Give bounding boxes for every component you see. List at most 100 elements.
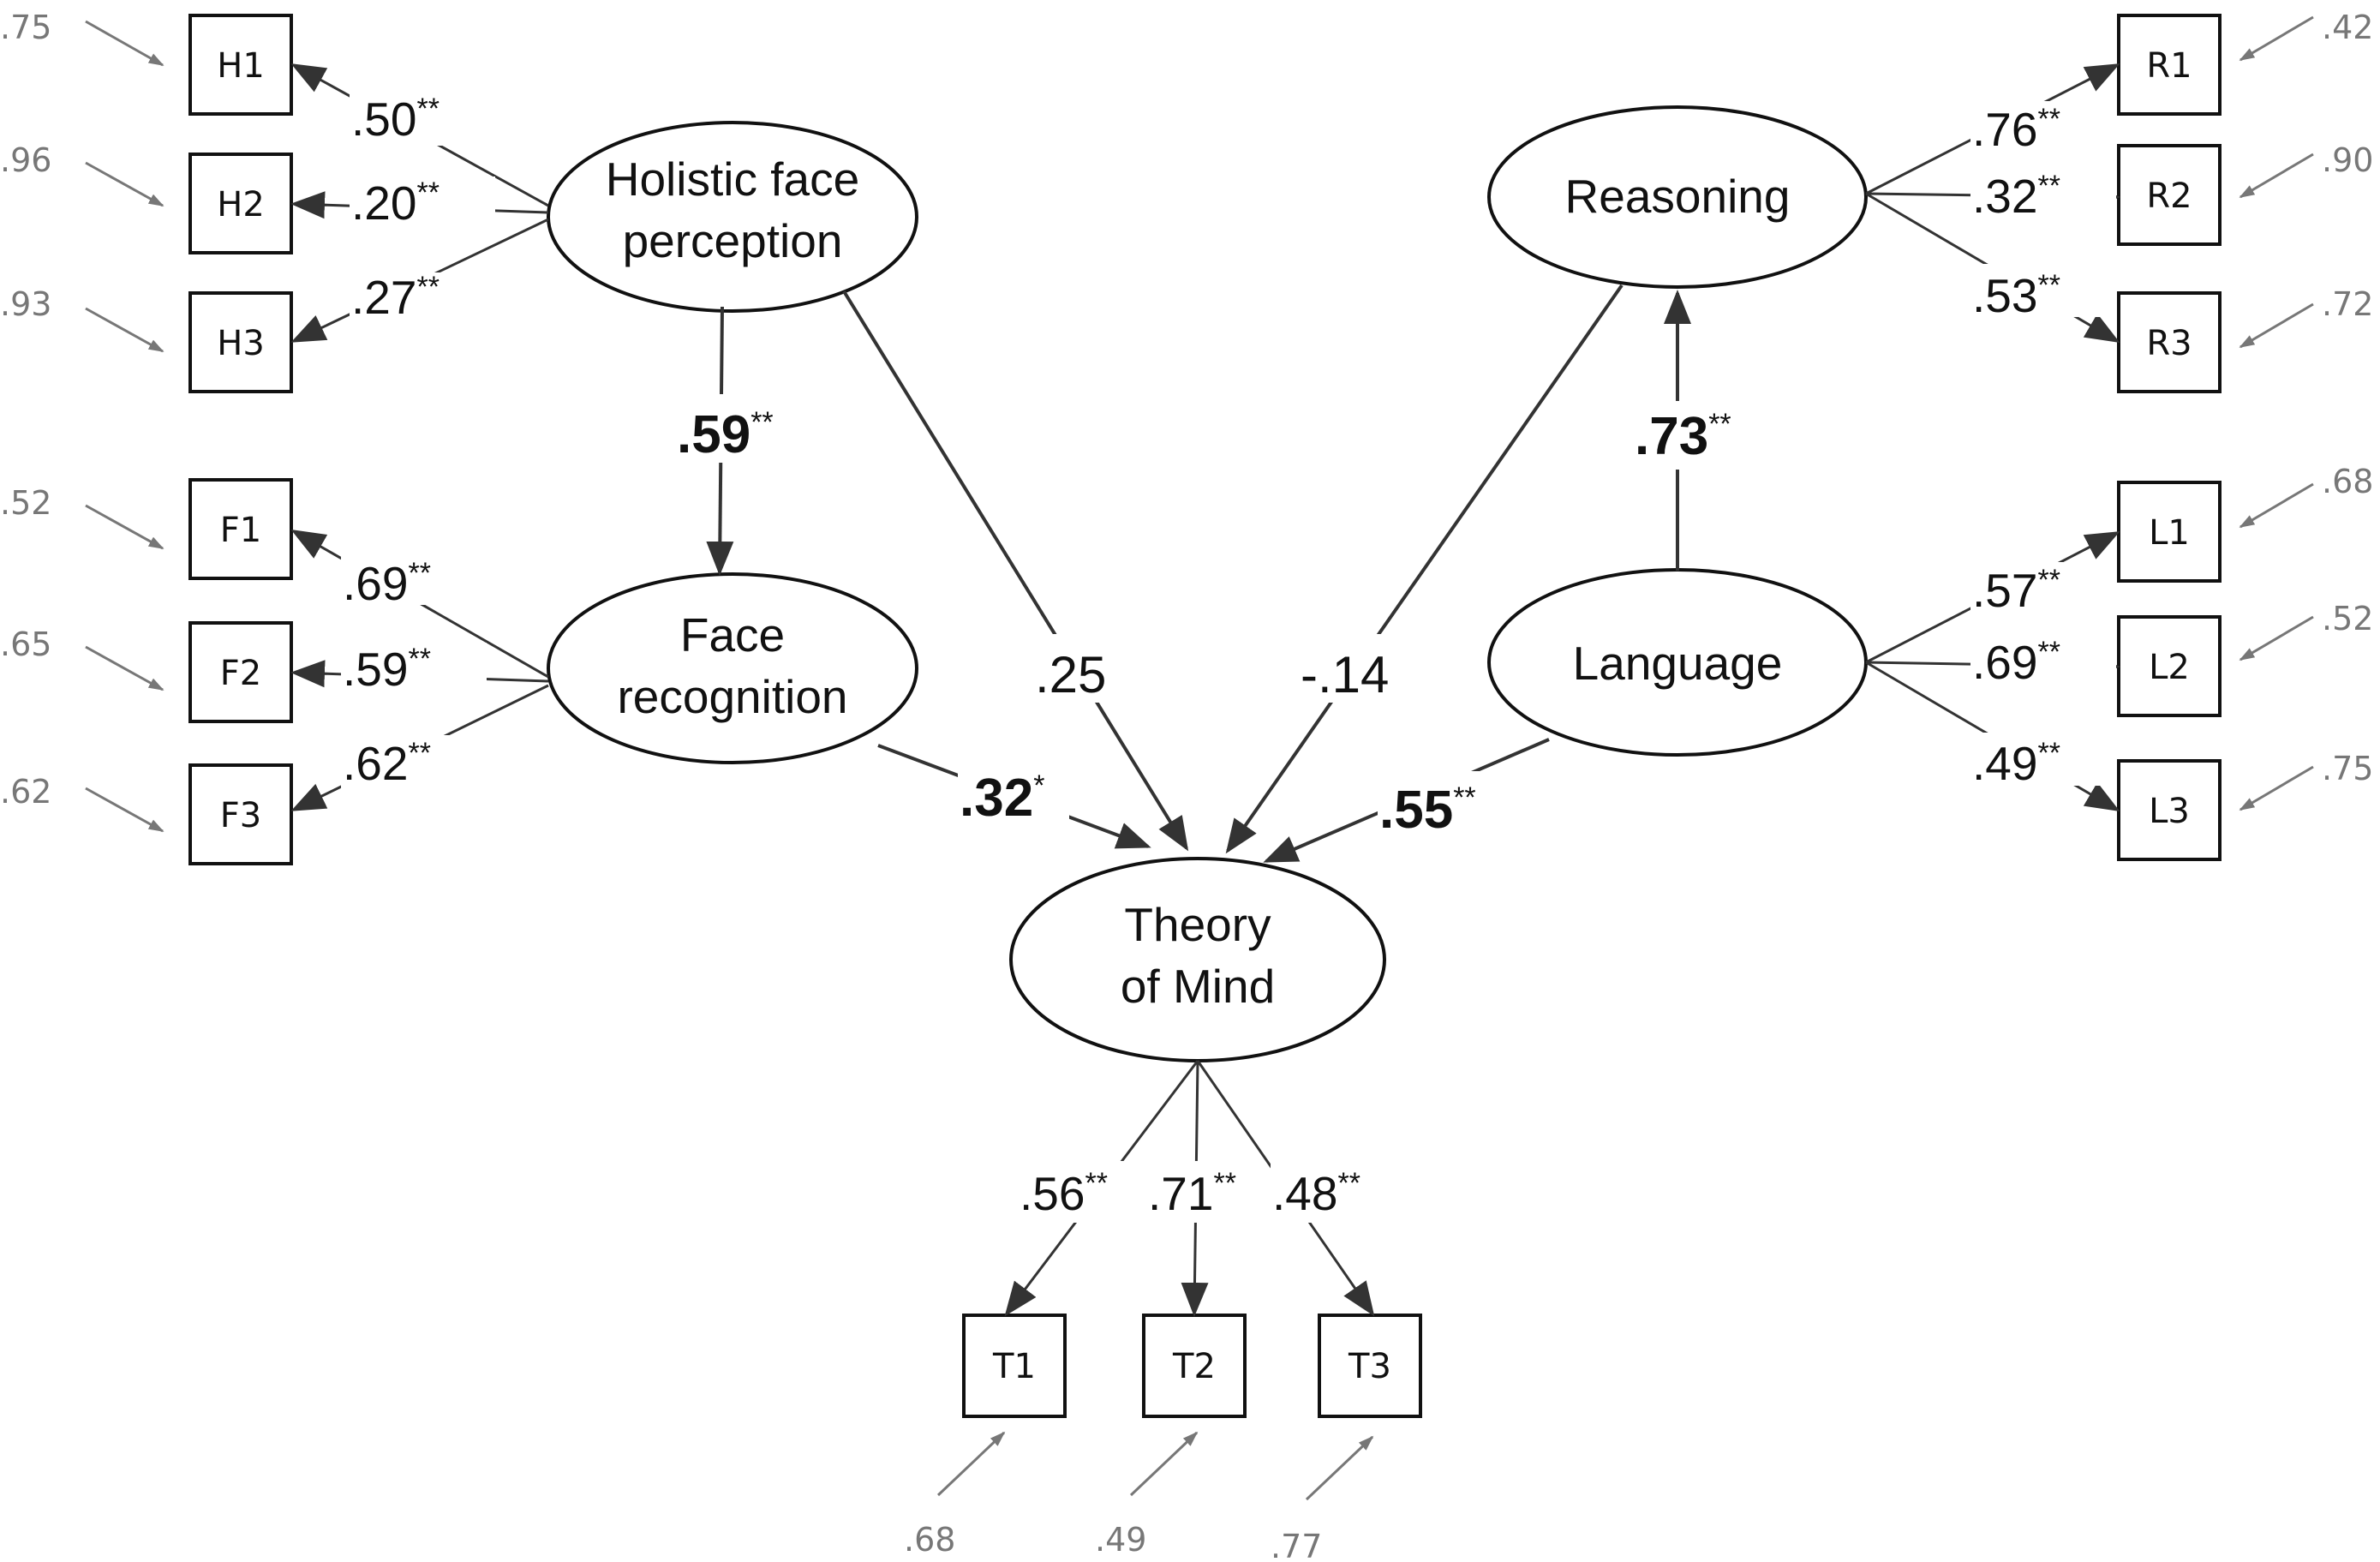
latent-label-line1: Holistic face [606,153,859,206]
indicator-label: L2 [2149,648,2190,687]
error-arrow-F3 [85,787,164,833]
loading-sig: ** [416,271,439,303]
indicator-label: F2 [220,654,261,693]
svg-text:.69**: .69** [343,557,431,610]
indicator-H1: H1 [188,14,293,116]
path-sig: ** [1453,781,1475,814]
indicator-label: L1 [2149,513,2190,553]
svg-text:.76**: .76** [1972,103,2060,156]
error-arrow-T2 [1129,1431,1199,1497]
indicator-label: H3 [217,324,265,363]
loading-label-L1: .57** [1970,562,2116,617]
indicator-label: T3 [1348,1347,1391,1386]
indicator-label: R3 [2146,324,2192,363]
loading-sig: ** [1213,1167,1235,1200]
loading-value: .59 [343,643,408,696]
loading-value: .56 [1020,1167,1085,1220]
path-value: .59 [677,405,750,464]
loading-sig: ** [2037,737,2060,769]
svg-text:.55**: .55** [1379,781,1476,840]
loading-label-H3: .27** [350,271,495,326]
indicator-R2: R2 [2117,144,2222,246]
path-value: .25 [1035,646,1106,703]
loading-sig: ** [2037,564,2060,596]
error-label-T1: .68 [904,1521,955,1559]
latent-label: Reasoning [1565,170,1791,223]
loading-label-T1: .56** [1018,1161,1129,1223]
error-label-T3: .77 [1271,1528,1322,1562]
loading-label-H2: .20** [350,177,495,230]
error-arrow-F2 [85,645,164,691]
error-label-F2: .65 [0,625,51,663]
path-label-language-reasoning: .73** [1632,401,1752,470]
error-arrow-H1 [85,20,164,67]
latent-label-line1: Theory [1124,898,1271,951]
loading-value: .49 [1972,737,2037,790]
path-label-face-tom: .32* [958,763,1069,829]
loading-label-L3: .49** [1970,733,2116,790]
path-sig: ** [1708,408,1731,440]
error-arrow-H3 [85,307,164,353]
loading-label-H1: .50** [350,86,495,146]
svg-text:.59**: .59** [343,643,431,696]
loading-label-F1: .69** [341,552,487,610]
loading-value: .69 [343,557,408,610]
loading-sig: ** [1337,1167,1360,1200]
loading-value: .48 [1272,1167,1337,1220]
loading-value: .76 [1972,103,2037,156]
svg-text:.20**: .20** [351,177,440,230]
error-arrow-L1 [2239,482,2314,529]
loading-sig: ** [2037,103,2060,135]
latent-theory-of-mind: Theory of Mind [1009,857,1386,1062]
loading-label-R2: .32** [1970,170,2116,223]
loading-sig: ** [2037,636,2060,668]
error-arrow-H2 [85,161,164,207]
loading-sig: ** [2037,269,2060,302]
loading-value: .50 [351,93,416,146]
loading-value: .53 [1972,269,2037,322]
indicator-label: T2 [1172,1347,1216,1386]
svg-text:.57**: .57** [1972,564,2060,617]
indicator-label: H1 [217,46,265,86]
error-label-L1: .68 [2322,463,2373,500]
path-label-holistic-tom: .25 [1032,634,1127,703]
svg-text:.32*: .32* [960,769,1044,828]
error-label-L2: .52 [2322,600,2373,637]
indicator-label: L3 [2149,792,2190,831]
error-label-H1: .75 [0,9,51,46]
loading-label-R3: .53** [1970,264,2116,322]
loading-value: .20 [351,177,416,230]
path-label-language-tom: .55** [1378,771,1498,840]
error-arrow-F1 [85,504,164,550]
error-arrow-R2 [2239,153,2314,199]
error-label-H2: .96 [0,141,51,179]
loading-value: .32 [1972,170,2037,223]
latent-label-line2: perception [623,214,843,267]
path-value: .32 [960,769,1033,828]
loading-value: .71 [1148,1167,1213,1220]
loading-sig: ** [1085,1167,1107,1200]
indicator-F1: F1 [188,478,293,580]
error-arrow-R3 [2239,302,2314,349]
path-label-reasoning-tom: -.14 [1298,634,1409,703]
path-reasoning-to-tom [1225,284,1624,854]
latent-label-line2: of Mind [1121,960,1275,1013]
indicator-H3: H3 [188,291,293,393]
latent-label-line2: recognition [617,670,847,723]
error-label-R2: .90 [2322,141,2373,179]
error-label-F3: .62 [0,773,51,811]
latent-reasoning: Reasoning [1487,105,1868,289]
loading-sig: ** [408,737,430,769]
indicator-L2: L2 [2117,615,2222,717]
indicator-H2: H2 [188,153,293,254]
indicator-T3: T3 [1318,1314,1422,1418]
error-label-R1: .42 [2322,9,2373,46]
svg-text:.59**: .59** [677,405,774,464]
loading-value: .57 [1972,564,2037,617]
path-sig: ** [750,406,773,439]
error-label-T2: .49 [1095,1521,1146,1559]
indicator-R1: R1 [2117,14,2222,116]
svg-text:.48**: .48** [1272,1167,1360,1220]
svg-text:.49**: .49** [1972,737,2060,790]
